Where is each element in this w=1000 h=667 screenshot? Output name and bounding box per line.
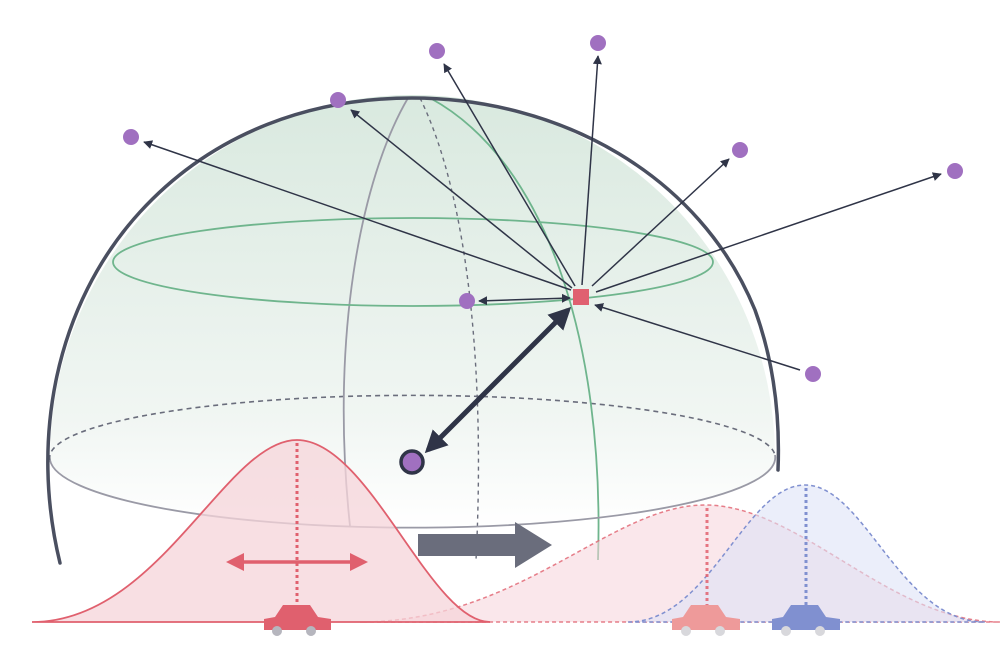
arrow-to-point-7 <box>478 293 571 306</box>
arrow-to-point-3 <box>443 63 576 287</box>
car-icon-red <box>264 605 331 636</box>
arrow-to-point-2 <box>350 109 573 289</box>
meridian-gray <box>342 97 409 527</box>
neighbor-point-4 <box>590 35 606 51</box>
neighbor-point-2 <box>330 92 346 108</box>
observer-target-arrow <box>424 306 572 454</box>
dome-outline <box>46 96 781 565</box>
car-icon-blue <box>772 605 840 636</box>
equator-back <box>48 394 776 461</box>
latitude-circle <box>112 217 714 307</box>
transition-arrow-icon <box>418 522 552 568</box>
neighbor-point-7 <box>459 293 475 309</box>
blue-distribution <box>627 484 986 623</box>
arrow-to-point-5 <box>591 158 730 287</box>
variance-arrowhead-right <box>350 553 368 571</box>
arrow-to-point-4 <box>581 55 602 286</box>
equator-front <box>49 454 777 529</box>
neighbor-point-5 <box>732 142 748 158</box>
car-icon-faded-red <box>672 605 740 636</box>
neighbor-points <box>123 35 963 382</box>
neighbor-point-6 <box>947 163 963 179</box>
red-distribution <box>31 439 491 623</box>
meridian-green <box>429 97 600 561</box>
arrow-to-point-8 <box>594 303 801 371</box>
arrow-to-point-6 <box>595 172 942 293</box>
neighbor-point-8 <box>805 366 821 382</box>
observer-point-icon <box>399 449 425 475</box>
target-square-icon <box>573 289 589 305</box>
neighbor-arrows <box>143 55 942 371</box>
variance-arrowhead-left <box>226 553 244 571</box>
neighbor-point-1 <box>123 129 139 145</box>
neighbor-point-3 <box>429 43 445 59</box>
arrow-to-point-1 <box>143 140 572 291</box>
